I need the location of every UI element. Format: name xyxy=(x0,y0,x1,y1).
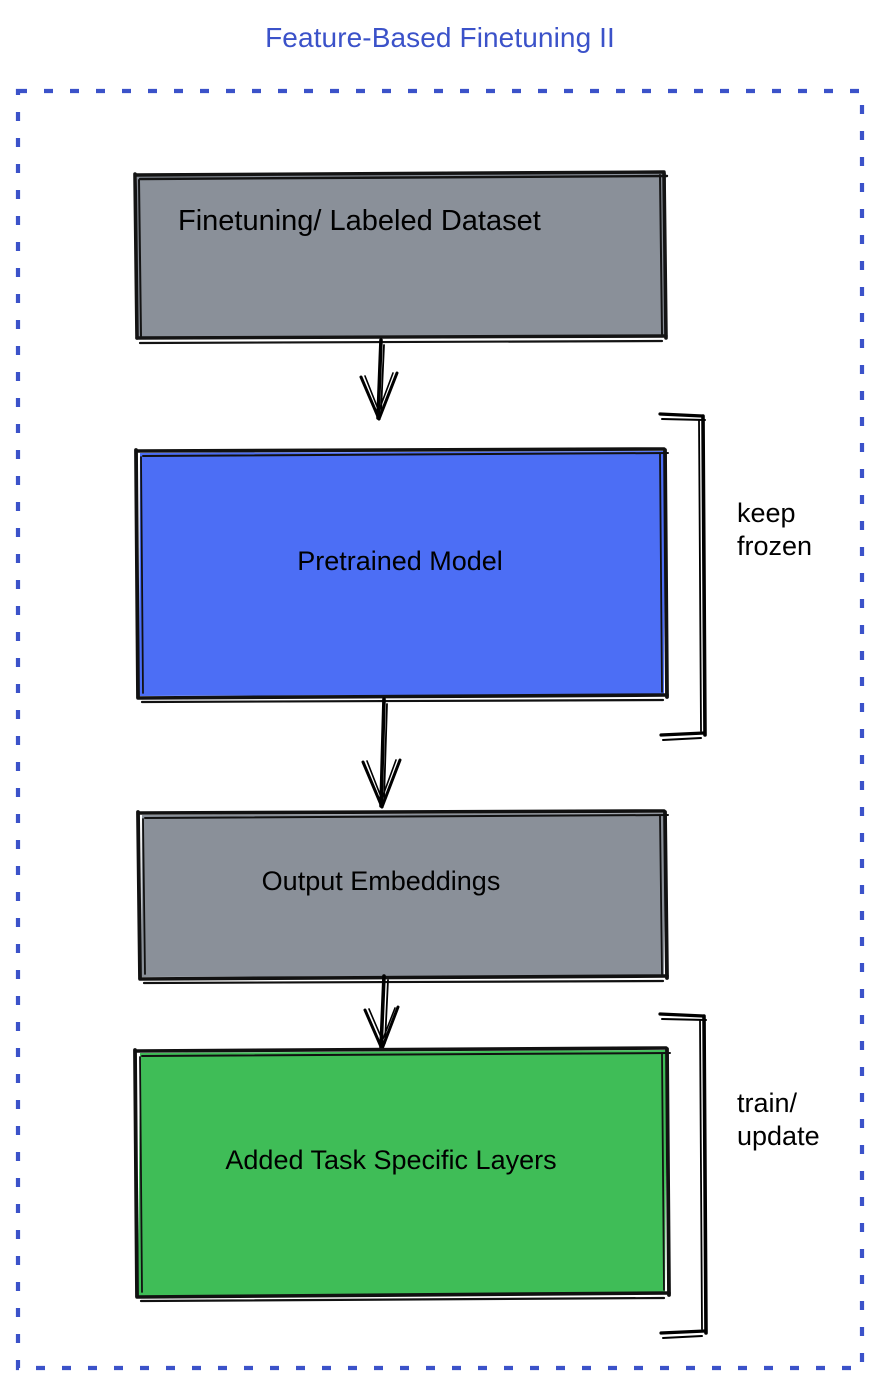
node-label-text-tasklayers: Added Task Specific Layers xyxy=(225,1145,557,1175)
node-hit-finetuning-labeled-dataset[interactable] xyxy=(135,172,667,340)
arrow-dataset-to-model xyxy=(359,338,399,421)
node-hit-output-embeddings[interactable] xyxy=(138,811,668,980)
bracket-train-update xyxy=(658,1012,708,1339)
page-title: Feature-Based Finetuning II xyxy=(265,22,615,53)
node-label-text-pretrained: Pretrained Model xyxy=(297,546,503,576)
node-label-output-embeddings: Output Embeddings xyxy=(261,866,501,896)
node-finetuning-labeled-dataset[interactable] xyxy=(133,170,669,345)
node-output-embeddings[interactable] xyxy=(136,809,669,985)
node-label-finetuning-labeled-dataset: Finetuning/ Labeled Dataset xyxy=(178,205,541,237)
node-hit-added-task-specific-layers[interactable] xyxy=(135,1048,670,1298)
node-hit-pretrained-model[interactable] xyxy=(136,449,668,699)
bracket-keep-frozen xyxy=(658,412,707,741)
arrow-embeddings-to-layers xyxy=(363,974,400,1051)
node-label-text-embeddings: Output Embeddings xyxy=(261,866,501,896)
node-label-added-task-specific-layers: Added Task Specific Layers xyxy=(225,1145,557,1175)
arrow-model-to-embeddings xyxy=(361,697,402,809)
node-label-text-dataset: Finetuning/ Labeled Dataset xyxy=(178,205,541,237)
annotation-train-update: train/ update xyxy=(737,1088,820,1151)
annotation-keep-frozen: keep frozen xyxy=(737,498,813,561)
node-added-task-specific-layers[interactable] xyxy=(133,1046,671,1303)
node-pretrained-model[interactable] xyxy=(134,447,669,704)
node-label-pretrained-model: Pretrained Model xyxy=(297,546,503,576)
